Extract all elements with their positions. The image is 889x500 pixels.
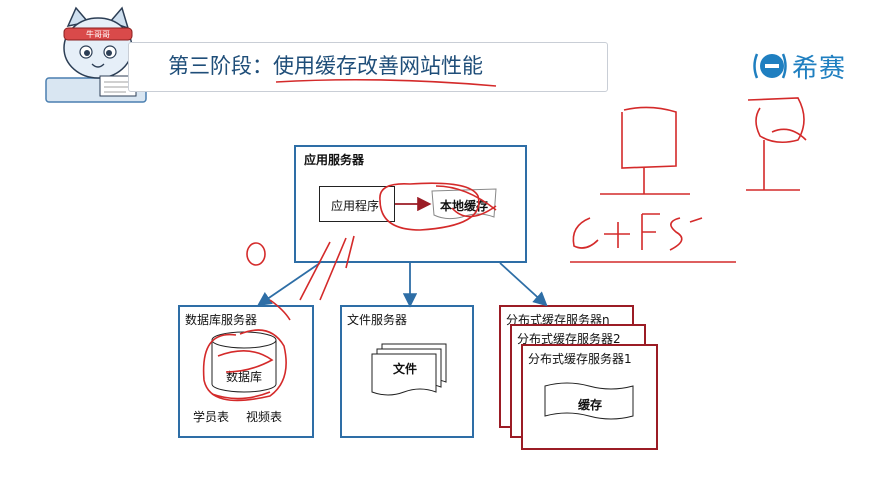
cache-server-n-title: 分布式缓存服务器n: [506, 313, 610, 327]
database-label: 数据库: [226, 370, 263, 384]
mascot-image: 牛哥哥: [40, 4, 152, 104]
cache-doc-label: 缓存: [578, 398, 603, 412]
local-cache-label: 本地缓存: [440, 199, 489, 213]
db-server-box: [178, 305, 314, 438]
file-stack-icon: [370, 342, 450, 398]
file-doc-label: 文件: [393, 362, 418, 376]
file-server-title: 文件服务器: [347, 313, 408, 327]
brand-text: 希赛: [792, 53, 847, 84]
title-banner: [128, 42, 608, 92]
app-server-title: 应用服务器: [304, 153, 365, 167]
app-program-label: 应用程序: [331, 199, 380, 213]
brand-e-icon: [753, 53, 787, 79]
student-table-label: 学员表: [193, 410, 230, 424]
arrow-to-cache-servers: [499, 262, 548, 307]
cache-doc-icon: [543, 380, 635, 424]
cache-server-2-title: 分布式缓存服务器2: [517, 332, 621, 346]
mascot-badge: 牛哥哥: [86, 29, 110, 39]
brand-logo: 希赛: [752, 46, 846, 86]
video-table-label: 视频表: [246, 410, 283, 424]
page-title: 第三阶段：使用缓存改善网站性能: [168, 54, 483, 78]
cache-server-1-title: 分布式缓存服务器1: [528, 352, 632, 366]
arrow-to-db-server: [257, 262, 321, 307]
db-server-title: 数据库服务器: [185, 313, 258, 327]
